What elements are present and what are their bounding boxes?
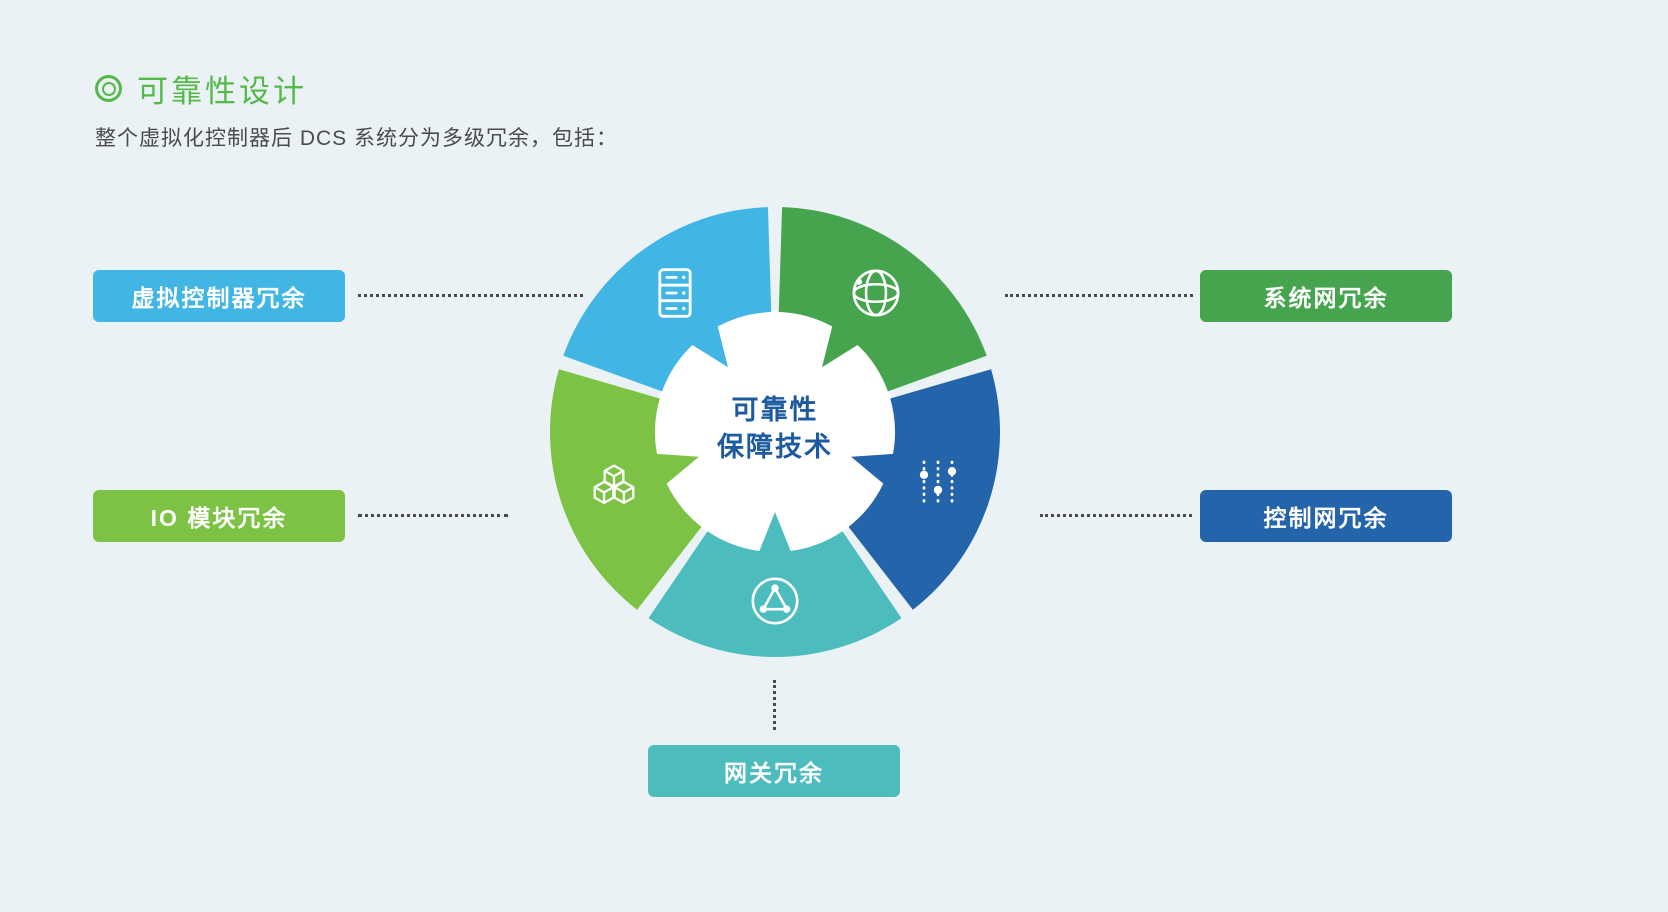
donut-segment-io-module — [549, 369, 702, 610]
section-header: 可靠性设计 — [95, 66, 307, 111]
network-nodes-icon — [747, 573, 803, 629]
label-io-module-redundancy: IO 模块冗余 — [93, 490, 345, 542]
connector-system-network — [1005, 294, 1193, 297]
server-rack-icon — [647, 265, 703, 321]
cubes-icon — [586, 458, 642, 514]
connector-virtual-controller — [358, 294, 583, 297]
page-subtitle: 整个虚拟化控制器后 DCS 系统分为多级冗余，包括： — [95, 127, 619, 150]
center-label-line1: 可靠性 — [731, 395, 819, 425]
donut-center-label: 可靠性 保障技术 — [675, 392, 875, 466]
connector-io-module — [358, 514, 508, 517]
globe-network-icon — [848, 265, 904, 321]
label-gateway-redundancy: 网关冗余 — [648, 745, 900, 797]
center-label-line2: 保障技术 — [717, 432, 833, 462]
donut-center-circle — [654, 311, 896, 553]
donut-segment-virtual-controller — [563, 207, 772, 392]
connector-control-network — [1040, 514, 1192, 517]
double-circle-icon — [95, 75, 122, 102]
label-virtual-controller-redundancy: 虚拟控制器冗余 — [93, 270, 345, 322]
connector-gateway — [773, 680, 776, 730]
label-control-network-redundancy: 控制网冗余 — [1200, 490, 1452, 542]
label-system-network-redundancy: 系统网冗余 — [1200, 270, 1452, 322]
page-title: 可靠性设计 — [137, 74, 307, 109]
sliders-icon — [910, 455, 966, 511]
donut-segment-system-network — [778, 207, 987, 392]
